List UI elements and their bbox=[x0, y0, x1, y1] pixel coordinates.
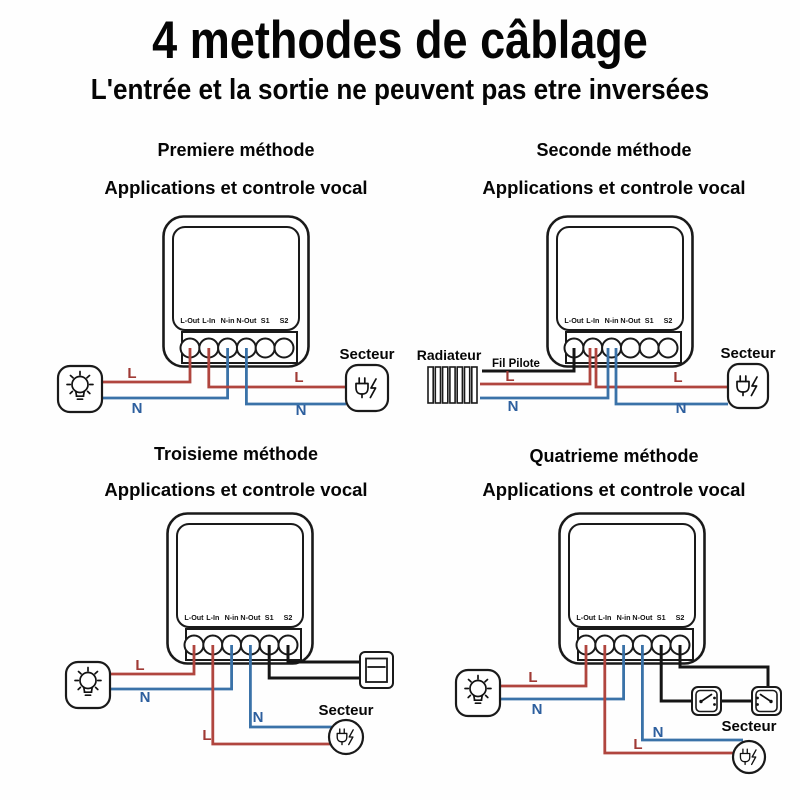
terminal-label-s1: S1 bbox=[657, 613, 666, 622]
wire-label-l-lamp: L bbox=[528, 669, 537, 686]
neutral-wire-to-lamp bbox=[102, 348, 229, 400]
terminal-label-l-out: L-Out bbox=[184, 613, 204, 622]
page-title: 4 methodes de câblage bbox=[152, 11, 648, 70]
neutral-wire-to-mains bbox=[249, 645, 332, 729]
wire-label-n-radiator: N bbox=[508, 398, 519, 415]
neutral-wire-to-lamp bbox=[110, 645, 233, 691]
live-wire-to-mains bbox=[207, 348, 346, 389]
method-3-diagram: L-Out L-In N-in N-Out S1 S2 L bbox=[64, 512, 394, 756]
smart-switch-device bbox=[162, 215, 310, 368]
s1-wire bbox=[659, 645, 692, 703]
live-wire-to-mains bbox=[603, 645, 734, 755]
live-wire-to-mains bbox=[211, 645, 330, 746]
terminal-label-s2: S2 bbox=[676, 613, 685, 622]
s1-wire bbox=[267, 645, 360, 680]
method-1-title: Premiere méthode bbox=[157, 140, 315, 160]
wire-label-l-lamp: L bbox=[135, 657, 144, 674]
wire-label-l-mains: L bbox=[294, 369, 303, 386]
radiator-icon bbox=[427, 366, 478, 404]
lamp-box bbox=[454, 668, 502, 718]
method-4-diagram: L-Out L-In N-in N-Out S1 S2 bbox=[454, 512, 782, 775]
method-2-diagram: L-Out L-In N-in N-Out S1 S2 Radiate bbox=[417, 215, 776, 417]
wire-label-n-mains: N bbox=[676, 400, 687, 417]
terminal-label-n-out: N-Out bbox=[240, 613, 261, 622]
terminal-label-n-in: N-in bbox=[617, 613, 631, 622]
terminal-label-l-in: L-In bbox=[202, 316, 215, 325]
terminal-label-n-in: N-in bbox=[221, 316, 235, 325]
pilot-wire bbox=[482, 348, 576, 373]
mains-label: Secteur bbox=[339, 346, 394, 363]
two-way-switch-left-icon bbox=[691, 686, 722, 716]
method-2-title: Seconde méthode bbox=[536, 140, 692, 160]
two-way-switch-right-icon bbox=[751, 686, 782, 716]
terminal-label-n-in: N-in bbox=[605, 316, 619, 325]
smart-switch-device bbox=[546, 215, 694, 368]
terminal-label-l-out: L-Out bbox=[564, 316, 584, 325]
terminal-label-l-out: L-Out bbox=[180, 316, 200, 325]
method-3-title: Troisieme méthode bbox=[153, 444, 319, 464]
wall-switch-icon bbox=[359, 651, 394, 689]
terminal-label-s1: S1 bbox=[261, 316, 270, 325]
wire-label-n-lamp: N bbox=[140, 689, 151, 706]
method-2-subtitle: Applications et controle vocal bbox=[482, 177, 746, 198]
mains-circle bbox=[731, 739, 767, 775]
neutral-wire-to-lamp bbox=[500, 645, 625, 701]
wire-label-n-mains: N bbox=[653, 724, 664, 741]
smart-switch-device bbox=[166, 512, 314, 665]
wire-label-l-mains: L bbox=[202, 727, 211, 744]
live-wire-to-radiator bbox=[480, 348, 592, 386]
lamp-box bbox=[64, 660, 112, 710]
terminal-label-l-out: L-Out bbox=[576, 613, 596, 622]
terminal-label-s1: S1 bbox=[645, 316, 654, 325]
terminal-label-n-out: N-Out bbox=[632, 613, 653, 622]
wire-label-l-lamp: L bbox=[127, 365, 136, 382]
wire-label-n-lamp: N bbox=[532, 701, 543, 718]
mains-label: Secteur bbox=[318, 702, 373, 719]
live-wire-to-mains bbox=[594, 348, 728, 389]
method-1-diagram: L-Out L-In N-in N-Out S1 S2 L N L N Sect… bbox=[56, 215, 395, 419]
mains-label: Secteur bbox=[721, 718, 776, 735]
neutral-wire-to-mains bbox=[245, 348, 346, 406]
radiator-label: Radiateur bbox=[417, 347, 482, 363]
method-1-subtitle: Applications et controle vocal bbox=[104, 177, 368, 198]
live-wire-to-lamp bbox=[110, 645, 196, 676]
terminal-label-n-out: N-Out bbox=[236, 316, 257, 325]
terminal-label-l-in: L-In bbox=[586, 316, 599, 325]
page-subtitle: L'entrée et la sortie ne peuvent pas etr… bbox=[90, 74, 710, 106]
mains-box bbox=[726, 362, 770, 410]
method-4-title: Quatrieme méthode bbox=[529, 446, 699, 466]
wire-label-l-mains: L bbox=[633, 736, 642, 753]
terminal-label-s2: S2 bbox=[280, 316, 289, 325]
wire-label-n-mains: N bbox=[253, 709, 264, 726]
lamp-box bbox=[56, 364, 104, 414]
neutral-wire-to-mains bbox=[614, 348, 728, 406]
live-wire-to-lamp bbox=[500, 645, 588, 688]
terminal-label-n-in: N-in bbox=[225, 613, 239, 622]
terminal-label-n-out: N-Out bbox=[620, 316, 641, 325]
wire-label-l-radiator: L bbox=[505, 368, 514, 385]
terminal-label-l-in: L-In bbox=[598, 613, 611, 622]
s2-wire bbox=[286, 645, 360, 664]
wire-label-l-mains: L bbox=[673, 369, 682, 386]
terminal-label-s2: S2 bbox=[284, 613, 293, 622]
pilot-wire-label: Fil Pilote bbox=[492, 358, 540, 370]
method-4-subtitle: Applications et controle vocal bbox=[482, 479, 746, 500]
neutral-wire-to-radiator bbox=[480, 348, 610, 400]
wire-label-n-lamp: N bbox=[132, 400, 143, 417]
neutral-wire-to-mains bbox=[641, 645, 743, 742]
terminal-label-s2: S2 bbox=[664, 316, 673, 325]
mains-label: Secteur bbox=[720, 345, 775, 362]
smart-switch-device bbox=[558, 512, 706, 665]
s2-wire bbox=[678, 645, 770, 687]
mains-circle bbox=[327, 718, 365, 756]
live-wire-to-lamp bbox=[102, 348, 192, 384]
terminal-label-l-in: L-In bbox=[206, 613, 219, 622]
method-3-subtitle: Applications et controle vocal bbox=[104, 479, 368, 500]
mains-box bbox=[344, 363, 390, 413]
wire-label-n-mains: N bbox=[296, 402, 307, 419]
terminal-label-s1: S1 bbox=[265, 613, 274, 622]
